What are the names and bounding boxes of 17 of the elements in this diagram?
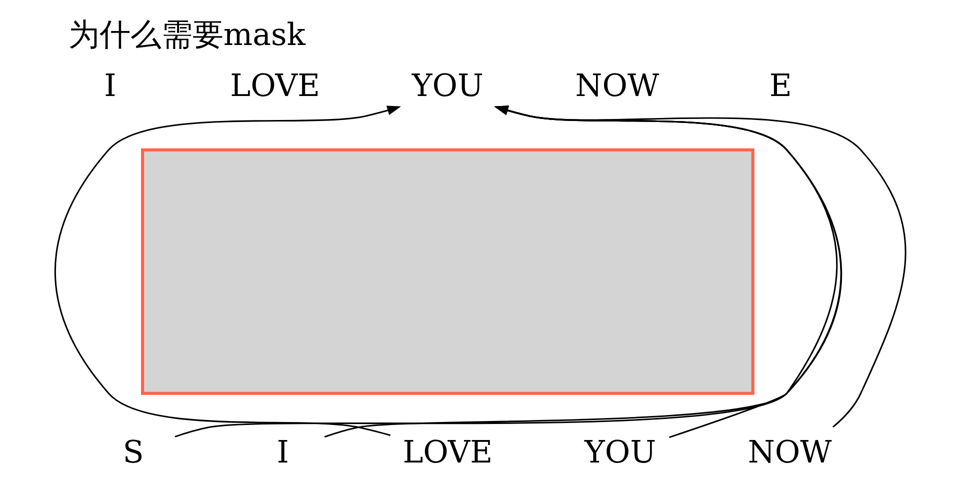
node-text: I xyxy=(104,68,116,104)
node-text: NOW xyxy=(748,434,832,471)
node-text: YOU xyxy=(584,434,656,471)
arrow xyxy=(494,106,838,438)
arrow xyxy=(54,106,402,436)
diagram-title: 为什么需要mask xyxy=(68,17,306,54)
node-text: NOW xyxy=(575,68,660,104)
node-box xyxy=(141,148,754,395)
node-text: YOU xyxy=(412,68,484,104)
node-text: I xyxy=(276,434,289,471)
node-text: S xyxy=(122,434,144,471)
node-text: LOVE xyxy=(230,68,320,104)
arrow xyxy=(494,106,906,428)
node-text: LOVE xyxy=(402,434,493,471)
arrow xyxy=(324,106,842,438)
node-text: E xyxy=(769,68,792,104)
arrow xyxy=(174,106,842,438)
